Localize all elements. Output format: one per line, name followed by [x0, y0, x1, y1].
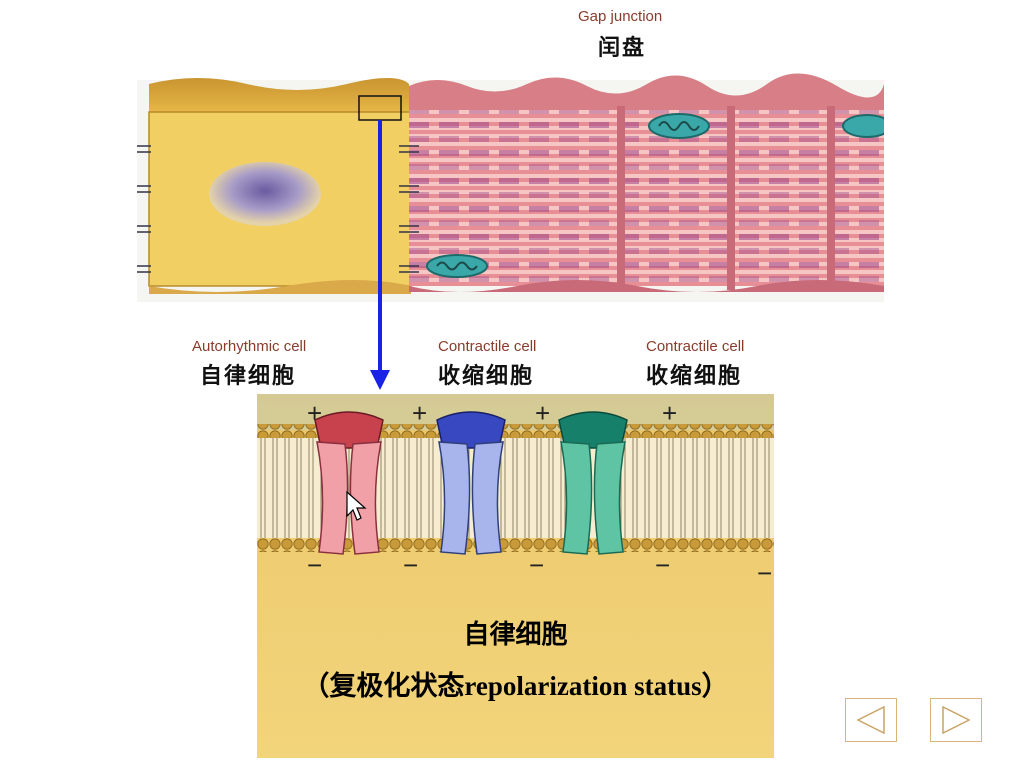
mouse-cursor-icon: [346, 490, 367, 521]
membrane-bilayer: [257, 394, 774, 555]
negative-charge-sign: −: [307, 550, 323, 580]
autorhythmic-cell-label-zh: 自律细胞: [200, 363, 297, 389]
previous-slide-button[interactable]: [845, 698, 897, 742]
caption-subtitle: （复极化状态repolarization status）: [302, 671, 729, 701]
autorhythmic-cell-label-en: Autorhythmic cell: [192, 338, 307, 355]
gap-junction-label-zh: 闰盘: [598, 35, 647, 61]
caption-title: 自律细胞: [463, 620, 568, 650]
autorhythmic-cell-shape: [148, 78, 412, 294]
positive-charge-sign: +: [307, 398, 323, 428]
ion-channel-green-icon: [558, 411, 628, 555]
pointer-arrow-icon: [370, 120, 390, 390]
triangle-right-icon: [942, 705, 971, 735]
next-slide-button[interactable]: [930, 698, 982, 742]
mitochondrion-icon: [842, 114, 884, 138]
ion-channel-red-icon: [314, 411, 384, 555]
membrane-detail-panel: + + + + − − − − − 自律细胞 （复极化状态repolarizat…: [257, 394, 774, 758]
contractile-cell-label-zh-2: 收缩细胞: [646, 363, 743, 389]
mitochondrion-icon: [426, 254, 488, 278]
negative-charge-sign: −: [655, 550, 671, 580]
mitochondrion-icon: [648, 113, 710, 139]
gap-junction-connectors: [137, 145, 419, 273]
ion-channel-blue-icon: [436, 411, 506, 555]
triangle-left-icon: [856, 705, 885, 735]
contractile-cell-label-en-1: Contractile cell: [438, 338, 537, 355]
negative-charge-sign: −: [529, 550, 545, 580]
gap-junction-label-en: Gap junction: [578, 8, 663, 25]
contractile-cell-label-zh-1: 收缩细胞: [438, 363, 535, 389]
contractile-cell-label-en-2: Contractile cell: [646, 338, 745, 355]
negative-charge-sign: −: [403, 550, 419, 580]
positive-charge-sign: +: [535, 398, 551, 428]
negative-charge-sign: −: [757, 558, 773, 588]
contractile-cells-shape: [409, 73, 884, 292]
positive-charge-sign: +: [662, 398, 678, 428]
nucleus-icon: [209, 162, 321, 226]
positive-charge-sign: +: [412, 398, 428, 428]
cardiac-cell-strip: [137, 73, 884, 302]
